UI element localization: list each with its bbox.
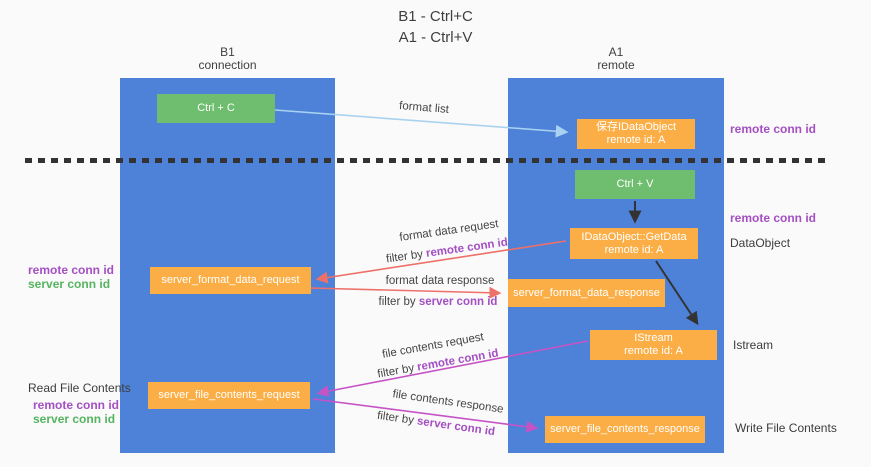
session-divider-dashed-line [25, 158, 831, 163]
title-line-copy: B1 - Ctrl+C [398, 8, 473, 25]
arrow-format-data-response [309, 286, 502, 299]
ctrl-c-label: Ctrl + C [197, 102, 235, 114]
istream-box: IStream remote id: A [590, 330, 717, 360]
annotation-server-conn-id-bottom: server conn id [33, 412, 116, 426]
annotation-remote-conn-id-store: remote conn id [730, 122, 817, 136]
annotation-remote-conn-id-paste: remote conn id [730, 211, 817, 225]
store-idataobject-line2: remote id: A [606, 134, 666, 146]
annotation-remote-conn-id-mid: remote conn id [28, 263, 115, 277]
label-format-list: format list [398, 100, 450, 116]
lane-header-remote: remote [597, 58, 635, 72]
lane-header-b1-connection: B1 connection [120, 46, 335, 72]
title-line-paste: A1 - Ctrl+V [398, 29, 473, 46]
annotation-read-file-contents: Read File Contents [28, 381, 131, 395]
annotation-write-file-contents: Write File Contents [735, 421, 837, 435]
store-idataobject-line1: 保存IDataObject [595, 121, 677, 133]
server-format-data-request-box: server_format_data_request [150, 267, 311, 294]
getdata-line2: remote id: A [604, 243, 664, 256]
label-file-contents-response-filter: filter by server conn id [376, 410, 495, 438]
filter-by-text: filter by [385, 247, 427, 266]
annotation-istream: Istream [733, 338, 774, 352]
server-format-data-request-label: server_format_data_request [161, 274, 300, 286]
ctrl-v-label: Ctrl + V [616, 178, 654, 190]
server-file-contents-request-label: server_file_contents_request [158, 389, 300, 401]
filter-by-text: filter by [376, 361, 419, 381]
annotation-server-conn-id-mid: server conn id [28, 277, 111, 291]
idataobject-getdata-box: IDataObject::GetData remote id: A [570, 228, 698, 259]
label-file-contents-response: file contents response [391, 388, 505, 416]
filter-key-server-conn-id: server conn id [418, 296, 498, 308]
diagram-title: B1 - Ctrl+C A1 - Ctrl+V [0, 6, 871, 48]
lane-header-a1: A1 [608, 45, 624, 59]
annotation-dataobject: DataObject [730, 236, 791, 250]
ctrl-c-box: Ctrl + C [157, 94, 275, 123]
istream-line2: remote id: A [624, 345, 683, 357]
server-format-data-response-label: server_format_data_response [513, 286, 660, 299]
lane-header-a1-remote: A1 remote [508, 46, 724, 72]
server-format-data-response-box: server_format_data_response [508, 279, 665, 307]
ctrl-v-box: Ctrl + V [575, 170, 695, 199]
lane-header-connection: connection [198, 58, 257, 72]
filter-by-text: filter by [378, 296, 419, 308]
label-format-data-response-filter: filter by server conn id [379, 296, 498, 308]
filter-by-text: filter by [376, 409, 418, 428]
label-format-data-response: format data response [385, 275, 495, 287]
server-file-contents-response-box: server_file_contents_response [545, 416, 705, 443]
server-file-contents-request-box: server_file_contents_request [148, 382, 310, 409]
annotation-remote-conn-id-bottom: remote conn id [33, 398, 120, 412]
istream-line1: IStream [634, 332, 673, 344]
filter-key-server-conn-id: server conn id [416, 415, 496, 439]
store-idataobject-box: 保存IDataObject remote id: A [577, 119, 695, 149]
filter-key-remote-conn-id: remote conn id [425, 236, 509, 260]
getdata-line1: IDataObject::GetData [581, 230, 687, 243]
lane-header-b1: B1 [220, 45, 235, 59]
server-file-contents-response-label: server_file_contents_response [550, 423, 700, 435]
